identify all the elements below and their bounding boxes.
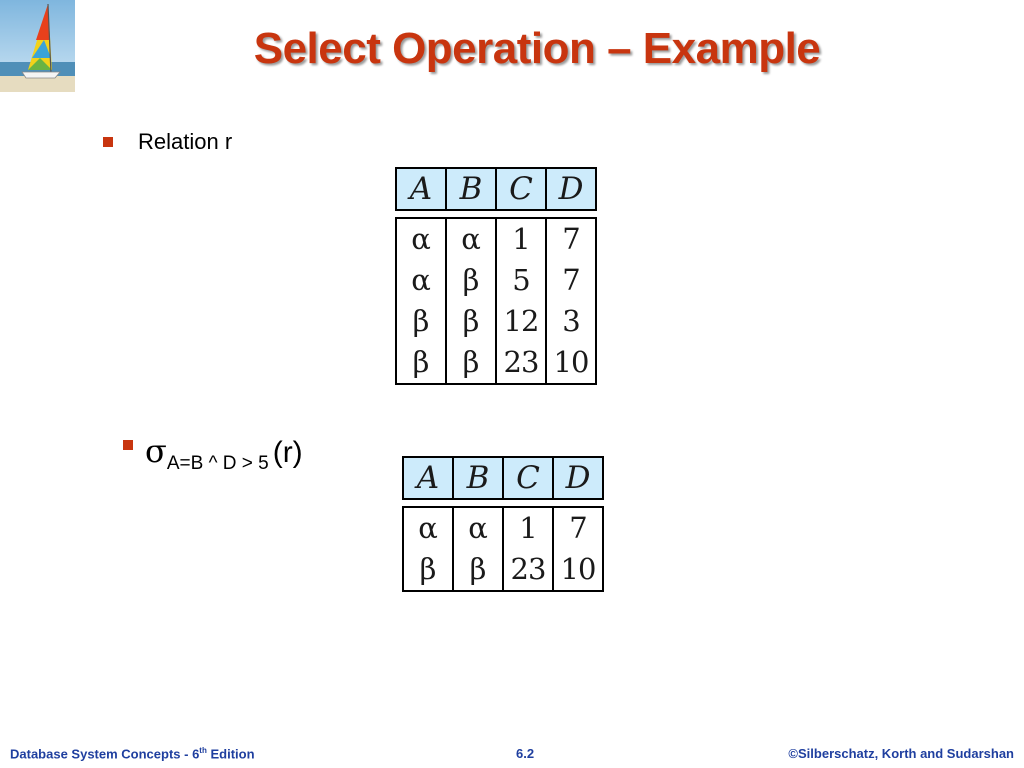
table-cell: β	[445, 342, 496, 384]
result-body: α α 1 7 β β 23 10	[402, 506, 604, 592]
footer-slide-number: 6.2	[516, 746, 535, 761]
footer-book-title-text: Database System Concepts - 6	[10, 746, 200, 762]
relation-r-header: A B C D	[395, 167, 597, 211]
relation-r-body: α α 1 7 α β 5 7 β β 12 3 β β 23 10	[395, 217, 597, 385]
table-cell: 23	[502, 549, 553, 591]
column-header: A	[416, 460, 440, 496]
footer-copyright: ©Silberschatz, Korth and Sudarshan	[788, 746, 1014, 761]
table-cell: 12	[495, 301, 546, 342]
table-cell: 5	[495, 260, 546, 301]
table-cell: β	[445, 301, 496, 342]
table-row: β β 12 3	[396, 301, 596, 342]
slide-title: Select Operation – Example	[253, 24, 821, 73]
table-cell: 10	[545, 342, 596, 384]
table-row: α β 5 7	[396, 260, 596, 301]
table-cell: 23	[495, 342, 546, 384]
table-cell: β	[412, 304, 430, 338]
column-header: C	[495, 168, 546, 210]
table-row: α α 1 7	[403, 507, 603, 549]
result-table: A B C D α α 1 7 β β 23 10	[402, 456, 604, 592]
table-cell: 7	[545, 260, 596, 301]
table-cell: 3	[545, 301, 596, 342]
table-cell: β	[445, 260, 496, 301]
table-cell: α	[418, 511, 438, 545]
select-expression: σA=B ^ D > 5(r)	[145, 432, 303, 475]
table-cell: 7	[545, 218, 596, 260]
table-cell: α	[445, 218, 496, 260]
column-header: B	[445, 168, 496, 210]
sailboat-logo	[0, 0, 75, 92]
relation-label: Relation r	[138, 129, 233, 154]
select-argument: (r)	[272, 436, 303, 469]
relation-r-table: A B C D α α 1 7 α β 5 7 β β 12 3 β β 23	[395, 167, 597, 385]
result-header: A B C D	[402, 456, 604, 500]
table-cell: 7	[552, 507, 603, 549]
table-cell: α	[411, 263, 431, 297]
sigma-symbol: σ	[145, 432, 167, 470]
table-row: β β 23 10	[396, 342, 596, 384]
table-cell: 1	[502, 507, 553, 549]
select-predicate: A=B ^ D > 5	[166, 453, 269, 474]
footer-book-title: Database System Concepts - 6th Edition	[10, 746, 255, 761]
bullet-square-icon	[123, 440, 133, 450]
table-cell: β	[419, 552, 437, 586]
column-header: D	[545, 168, 596, 210]
table-cell: β	[412, 345, 430, 379]
table-cell: 10	[552, 549, 603, 591]
footer-book-edition: Edition	[206, 746, 255, 762]
table-row: β β 23 10	[403, 549, 603, 591]
column-header: C	[502, 457, 553, 499]
table-cell: α	[452, 507, 503, 549]
column-header: D	[552, 457, 603, 499]
table-cell: β	[452, 549, 503, 591]
column-header: A	[409, 171, 433, 207]
table-row: α α 1 7	[396, 218, 596, 260]
table-cell: α	[411, 222, 431, 256]
footer-superscript: th	[199, 746, 207, 755]
column-header: B	[452, 457, 503, 499]
bullet-square-icon	[103, 137, 113, 147]
table-cell: 1	[495, 218, 546, 260]
